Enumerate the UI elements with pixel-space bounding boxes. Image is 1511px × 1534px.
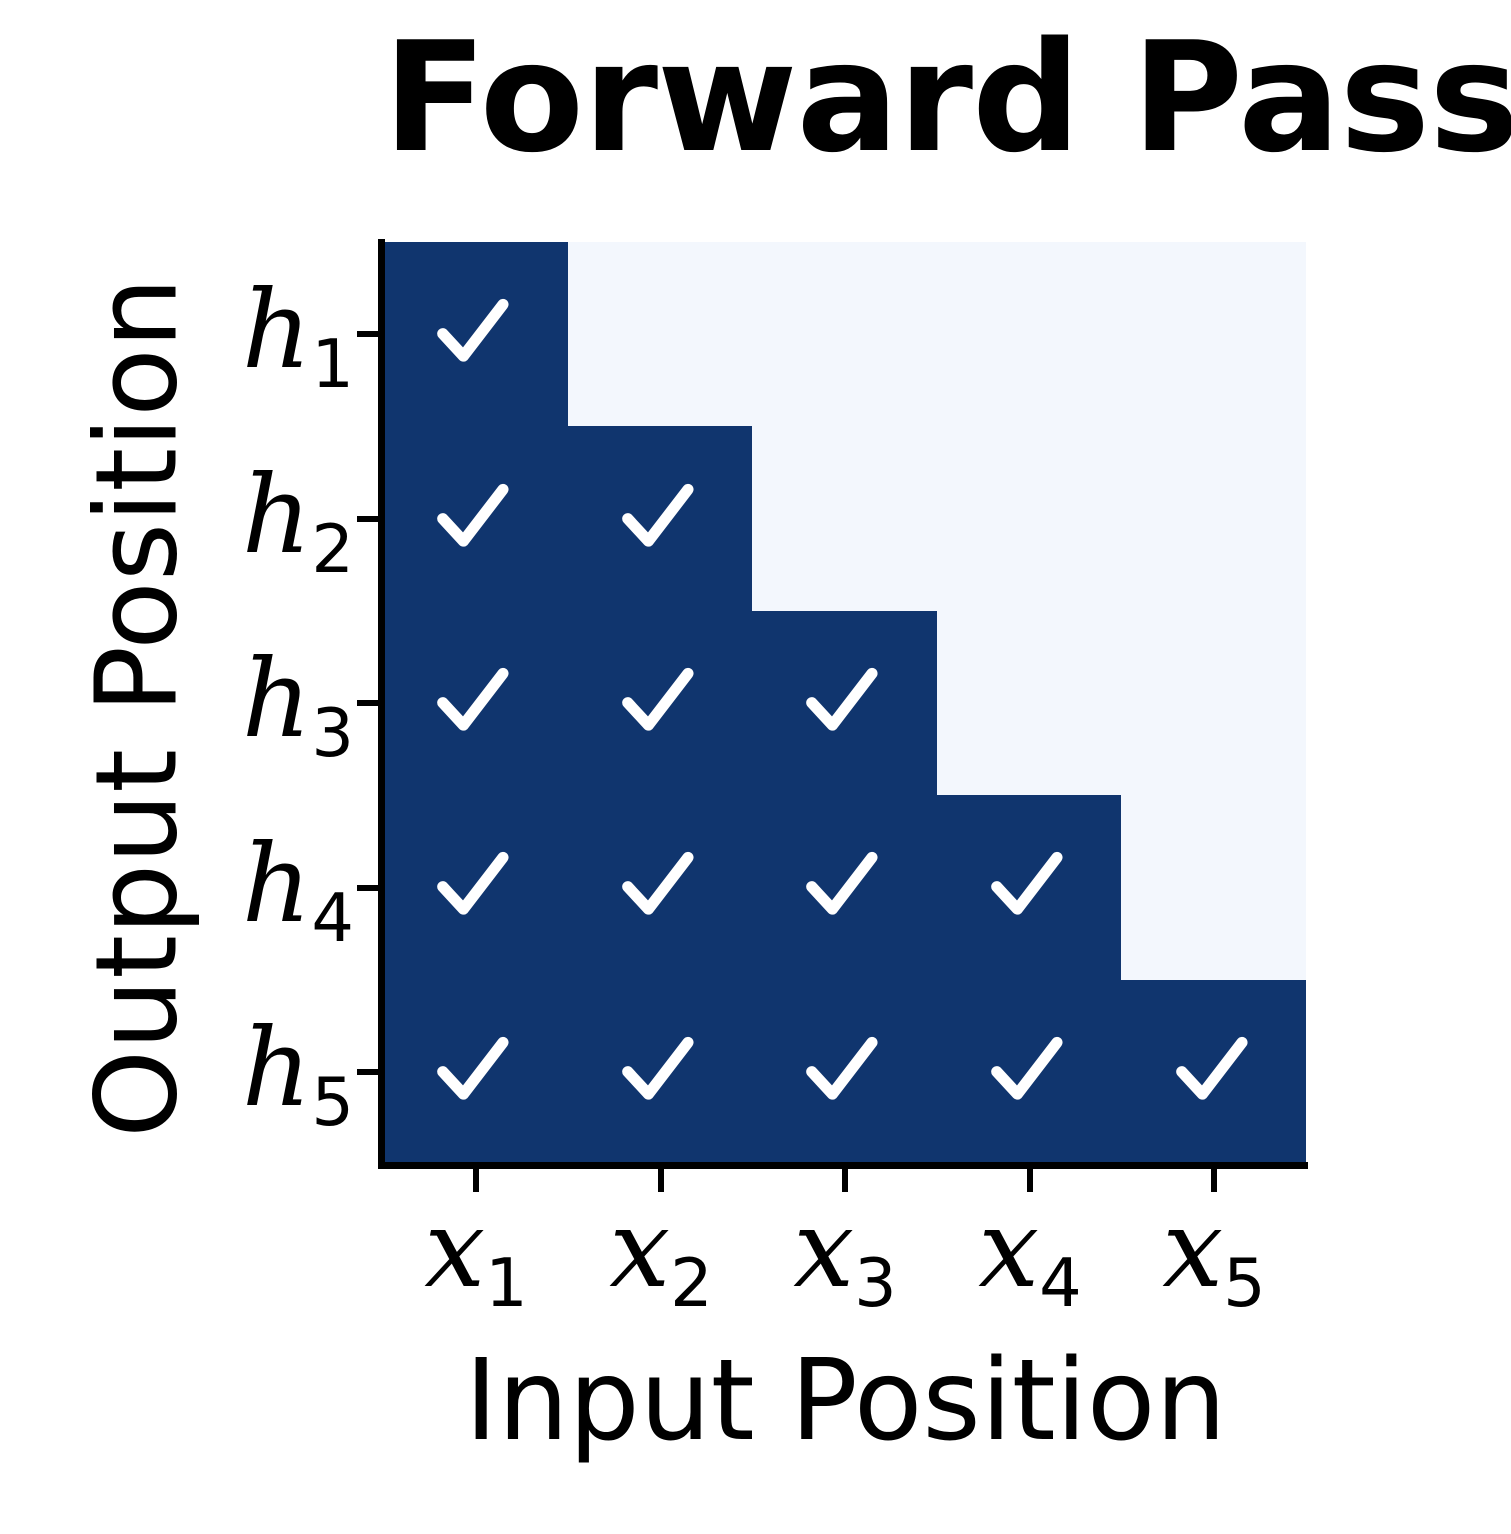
heatmap-cell-h5-x3: [752, 979, 937, 1164]
heatmap-cell-h4-x4: [936, 795, 1122, 980]
check-icon: [437, 667, 509, 731]
heatmap-cell-h3-x2: [567, 610, 753, 796]
x-tick-mark-x4: [1027, 1168, 1033, 1192]
x-tick-var-x4: x: [978, 1187, 1040, 1312]
heatmap-cell-h3-x3: [752, 610, 937, 796]
heatmap-cell-h4-x2: [567, 795, 753, 980]
y-tick-mark-h4: [357, 885, 379, 891]
x-tick-mark-x2: [658, 1168, 664, 1192]
y-tick-var-h3: h: [241, 637, 312, 762]
y-tick-var-h1: h: [241, 268, 312, 393]
check-icon: [991, 852, 1063, 916]
heatmap-cell-h2-x1: [383, 426, 568, 611]
check-icon: [991, 1036, 1063, 1100]
x-tick-var-x5: x: [1162, 1187, 1224, 1312]
x-tick-var-x2: x: [609, 1187, 671, 1312]
heatmap-cell-h1-x5: [1121, 242, 1306, 427]
heatmap-cell-h5-x4: [936, 979, 1122, 1164]
y-tick-mark-h1: [357, 331, 379, 337]
x-tick-mark-x1: [473, 1168, 479, 1192]
y-tick-sub-h2: 2: [311, 510, 354, 589]
y-tick-label-h5: h5: [242, 1015, 354, 1136]
heatmap-cell-h4-x5: [1121, 795, 1306, 980]
x-tick-var-x1: x: [424, 1187, 486, 1312]
x-tick-mark-x5: [1211, 1168, 1217, 1192]
x-tick-sub-x2: 2: [670, 1244, 713, 1323]
x-tick-label-x5: x5: [1162, 1196, 1266, 1317]
check-icon: [437, 1036, 509, 1100]
x-tick-var-x3: x: [793, 1187, 855, 1312]
heatmap-cell-h1-x3: [752, 242, 937, 427]
x-axis-title: Input Position: [464, 1336, 1227, 1466]
check-icon: [1175, 1036, 1248, 1100]
y-tick-mark-h3: [357, 700, 379, 706]
chart-title: Forward Pass: [383, 9, 1511, 186]
x-tick-sub-x4: 4: [1039, 1244, 1082, 1323]
heatmap-cell-h1-x4: [936, 242, 1122, 427]
y-tick-var-h5: h: [241, 1006, 312, 1131]
x-tick-label-x1: x1: [424, 1196, 528, 1317]
heatmap-cell-h5-x2: [567, 979, 753, 1164]
y-axis-spine: [378, 239, 385, 1169]
y-tick-label-h2: h2: [242, 462, 354, 583]
y-tick-var-h4: h: [241, 822, 312, 947]
y-tick-sub-h4: 4: [311, 879, 354, 958]
y-tick-label-h3: h3: [242, 646, 354, 767]
x-tick-sub-x1: 1: [485, 1244, 528, 1323]
heatmap-cell-h1-x2: [567, 242, 753, 427]
heatmap-cell-h2-x4: [936, 426, 1122, 611]
x-tick-label-x2: x2: [609, 1196, 713, 1317]
x-tick-sub-x3: 3: [854, 1244, 897, 1323]
y-axis-title: Output Position: [72, 277, 203, 1138]
x-tick-mark-x3: [842, 1168, 848, 1192]
check-icon: [622, 483, 694, 547]
heatmap-cell-h1-x1: [383, 242, 568, 427]
y-tick-mark-h2: [357, 516, 379, 522]
heatmap-cell-h2-x2: [567, 426, 753, 611]
heatmap-cell-h2-x5: [1121, 426, 1306, 611]
heatmap-cell-h5-x5: [1121, 979, 1306, 1164]
check-icon: [437, 299, 509, 362]
heatmap-cell-h3-x5: [1121, 610, 1306, 796]
check-icon: [806, 1036, 879, 1100]
check-icon: [806, 667, 879, 731]
y-tick-sub-h5: 5: [311, 1063, 354, 1142]
heatmap-cell-h3-x4: [936, 610, 1122, 796]
y-tick-label-h4: h4: [242, 831, 354, 952]
heatmap-cell-h5-x1: [383, 979, 568, 1164]
x-tick-label-x4: x4: [978, 1196, 1082, 1317]
heatmap-cell-h4-x1: [383, 795, 568, 980]
y-tick-label-h1: h1: [242, 277, 354, 398]
check-icon: [622, 852, 694, 916]
heatmap-cell-h3-x1: [383, 610, 568, 796]
x-tick-sub-x5: 5: [1223, 1244, 1266, 1323]
heatmap-plot-area: [383, 242, 1306, 1164]
check-icon: [622, 667, 694, 731]
check-icon: [437, 483, 509, 547]
heatmap-cell-h2-x3: [752, 426, 937, 611]
check-icon: [806, 852, 879, 916]
y-tick-var-h2: h: [241, 453, 312, 578]
y-tick-sub-h3: 3: [311, 694, 354, 773]
y-tick-sub-h1: 1: [311, 325, 354, 404]
y-tick-mark-h5: [357, 1069, 379, 1075]
check-icon: [437, 852, 509, 916]
check-icon: [622, 1036, 694, 1100]
x-tick-label-x3: x3: [793, 1196, 897, 1317]
heatmap-grid: [383, 242, 1306, 1164]
x-axis-spine: [378, 1162, 1308, 1169]
heatmap-cell-h4-x3: [752, 795, 937, 980]
